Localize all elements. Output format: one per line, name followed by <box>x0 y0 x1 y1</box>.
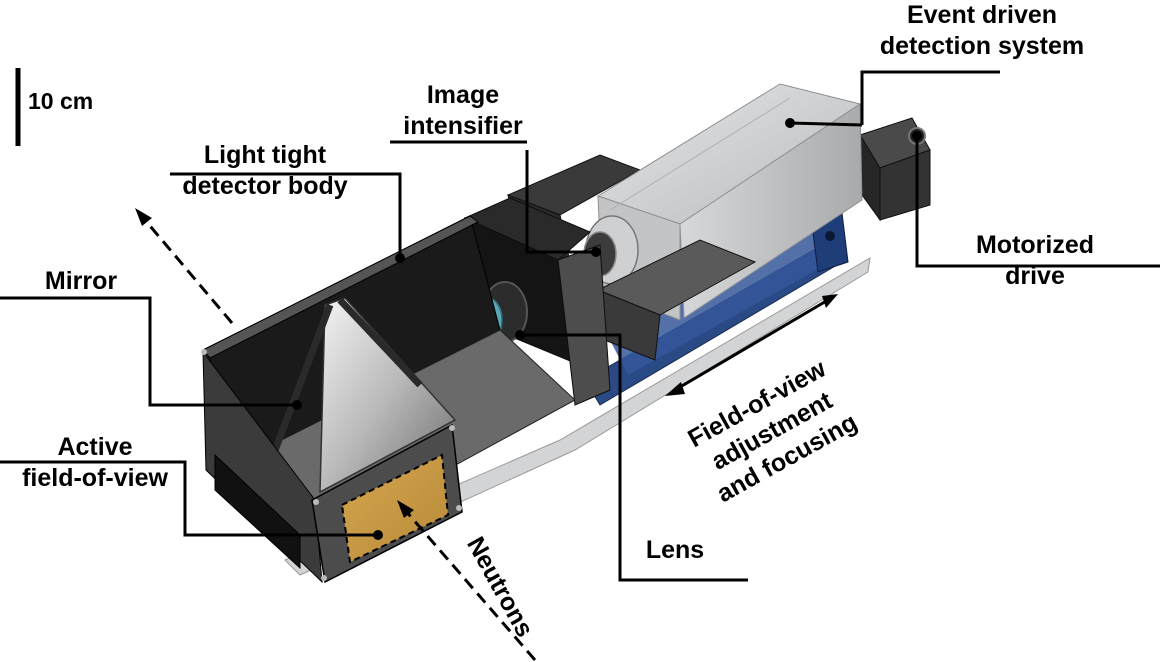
lens-box-side <box>557 244 611 406</box>
leader-dot <box>591 247 601 257</box>
leader-dot <box>373 530 383 540</box>
scale-bar-label: 10 cm <box>28 88 94 114</box>
screw <box>449 425 455 431</box>
mount-screw <box>825 231 835 241</box>
fov-double-arrow <box>674 298 829 392</box>
leader-mirror <box>0 296 297 407</box>
leader-dot <box>292 400 302 410</box>
leader-intensifier <box>525 150 596 254</box>
leader-dot <box>912 131 922 141</box>
label-detector-body: Light tight detector body <box>182 141 348 200</box>
leader-dot <box>515 330 525 340</box>
label-lens: Lens <box>645 536 705 564</box>
linear-rail <box>610 220 840 375</box>
arrowhead <box>135 208 152 226</box>
leader-lens <box>520 333 748 582</box>
mirror <box>319 297 457 494</box>
arrowhead <box>397 500 414 518</box>
screw <box>313 499 319 505</box>
leader-dot <box>785 118 795 128</box>
screw <box>321 575 327 581</box>
leader-dot <box>395 253 405 263</box>
label-active-fov: Active field-of-view <box>22 433 168 492</box>
optical-axis-arrow <box>143 219 234 324</box>
label-mirror: Mirror <box>44 267 118 295</box>
arrowhead <box>665 382 685 396</box>
mirror-strut <box>337 297 423 388</box>
label-image-intensifier: Image intensifier <box>403 81 523 140</box>
screw <box>456 505 462 511</box>
arrowhead <box>822 294 838 308</box>
screw <box>201 349 207 355</box>
leader-motor <box>915 136 1160 268</box>
label-motorized-drive: Motorized drive <box>975 231 1095 290</box>
detector-body-left-face <box>202 350 323 584</box>
leader-active-fov <box>0 460 378 537</box>
detector-window <box>214 453 301 570</box>
leader-event-system <box>789 121 863 127</box>
leader-event-system <box>860 70 1000 125</box>
leader-detector-body <box>170 172 402 258</box>
neutron-arrow <box>403 509 537 661</box>
label-event-system: Event driven detection system <box>879 1 1085 60</box>
